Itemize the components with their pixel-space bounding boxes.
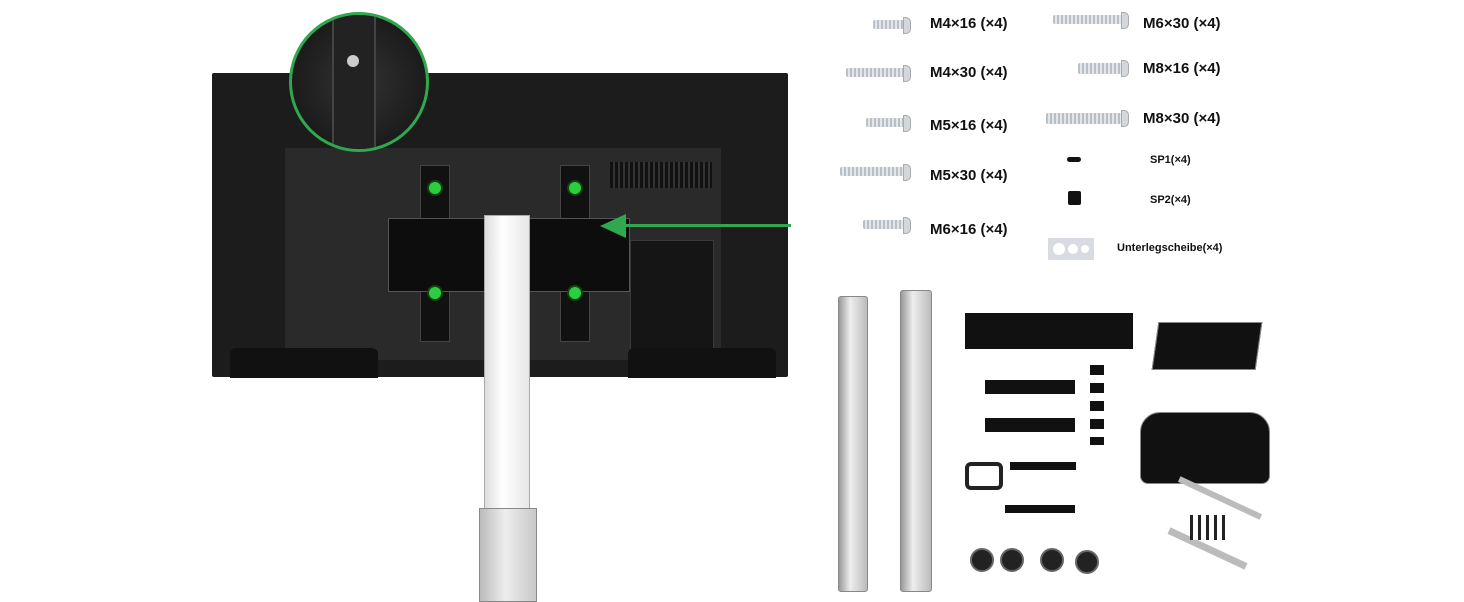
hardware-label: M5×16 (×4) [930, 117, 1008, 134]
hardware-label: M4×30 (×4) [930, 64, 1008, 81]
caster-wheel-icon [1040, 548, 1064, 572]
screw-point-marker [567, 285, 583, 301]
screw-point-marker [427, 285, 443, 301]
hardware-label: M5×30 (×4) [930, 167, 1008, 184]
shelf-bracket-part [1005, 505, 1075, 513]
screw-icon [873, 17, 911, 34]
screw-point-marker [567, 180, 583, 196]
screw-icon [866, 115, 911, 132]
column-part [838, 296, 868, 592]
tv-foot-left [230, 348, 378, 378]
washer-icon [1048, 238, 1094, 260]
small-screws-icon [1190, 515, 1230, 540]
spacer-sp2-icon [1068, 191, 1081, 205]
screw-point-marker [427, 180, 443, 196]
stand-pole-lower [479, 508, 537, 602]
detail-zoom-circle [289, 12, 429, 152]
bracket-arm-part [985, 380, 1075, 394]
clamp-parts [1090, 365, 1104, 445]
hardware-label: Unterlegscheibe(×4) [1117, 242, 1223, 254]
hardware-label: SP1(×4) [1150, 154, 1191, 166]
stand-pole-upper [484, 215, 530, 513]
hardware-label: M8×16 (×4) [1143, 60, 1221, 77]
bracket-arm-part [985, 418, 1075, 432]
tv-foot-right [628, 348, 776, 378]
mount-plate-part [965, 313, 1133, 349]
hardware-label: SP2(×4) [1150, 194, 1191, 206]
hardware-label: M6×30 (×4) [1143, 15, 1221, 32]
hardware-label: M8×30 (×4) [1143, 110, 1221, 127]
glass-shelf-base [1140, 412, 1270, 484]
shelf-bracket-part [1010, 462, 1076, 470]
screw-icon [1078, 60, 1129, 77]
handle-part [965, 462, 1003, 490]
arrow-head-icon [600, 214, 626, 238]
caster-wheel-icon [970, 548, 994, 572]
column-part [900, 290, 932, 592]
tv-io-ports [630, 240, 714, 352]
hardware-label: M6×16 (×4) [930, 221, 1008, 238]
caster-wheel-icon [1000, 548, 1024, 572]
glass-shelf-top [1151, 322, 1263, 370]
screw-icon [1053, 12, 1129, 29]
caster-wheel-icon [1075, 550, 1099, 574]
spacer-sp1-icon [1067, 157, 1081, 162]
green-arrow [625, 224, 791, 227]
screw-icon [1046, 110, 1129, 127]
screw-icon [840, 164, 911, 181]
tv-vent [610, 162, 712, 188]
screw-icon [846, 65, 911, 82]
hardware-label: M4×16 (×4) [930, 15, 1008, 32]
screw-icon [863, 217, 911, 234]
